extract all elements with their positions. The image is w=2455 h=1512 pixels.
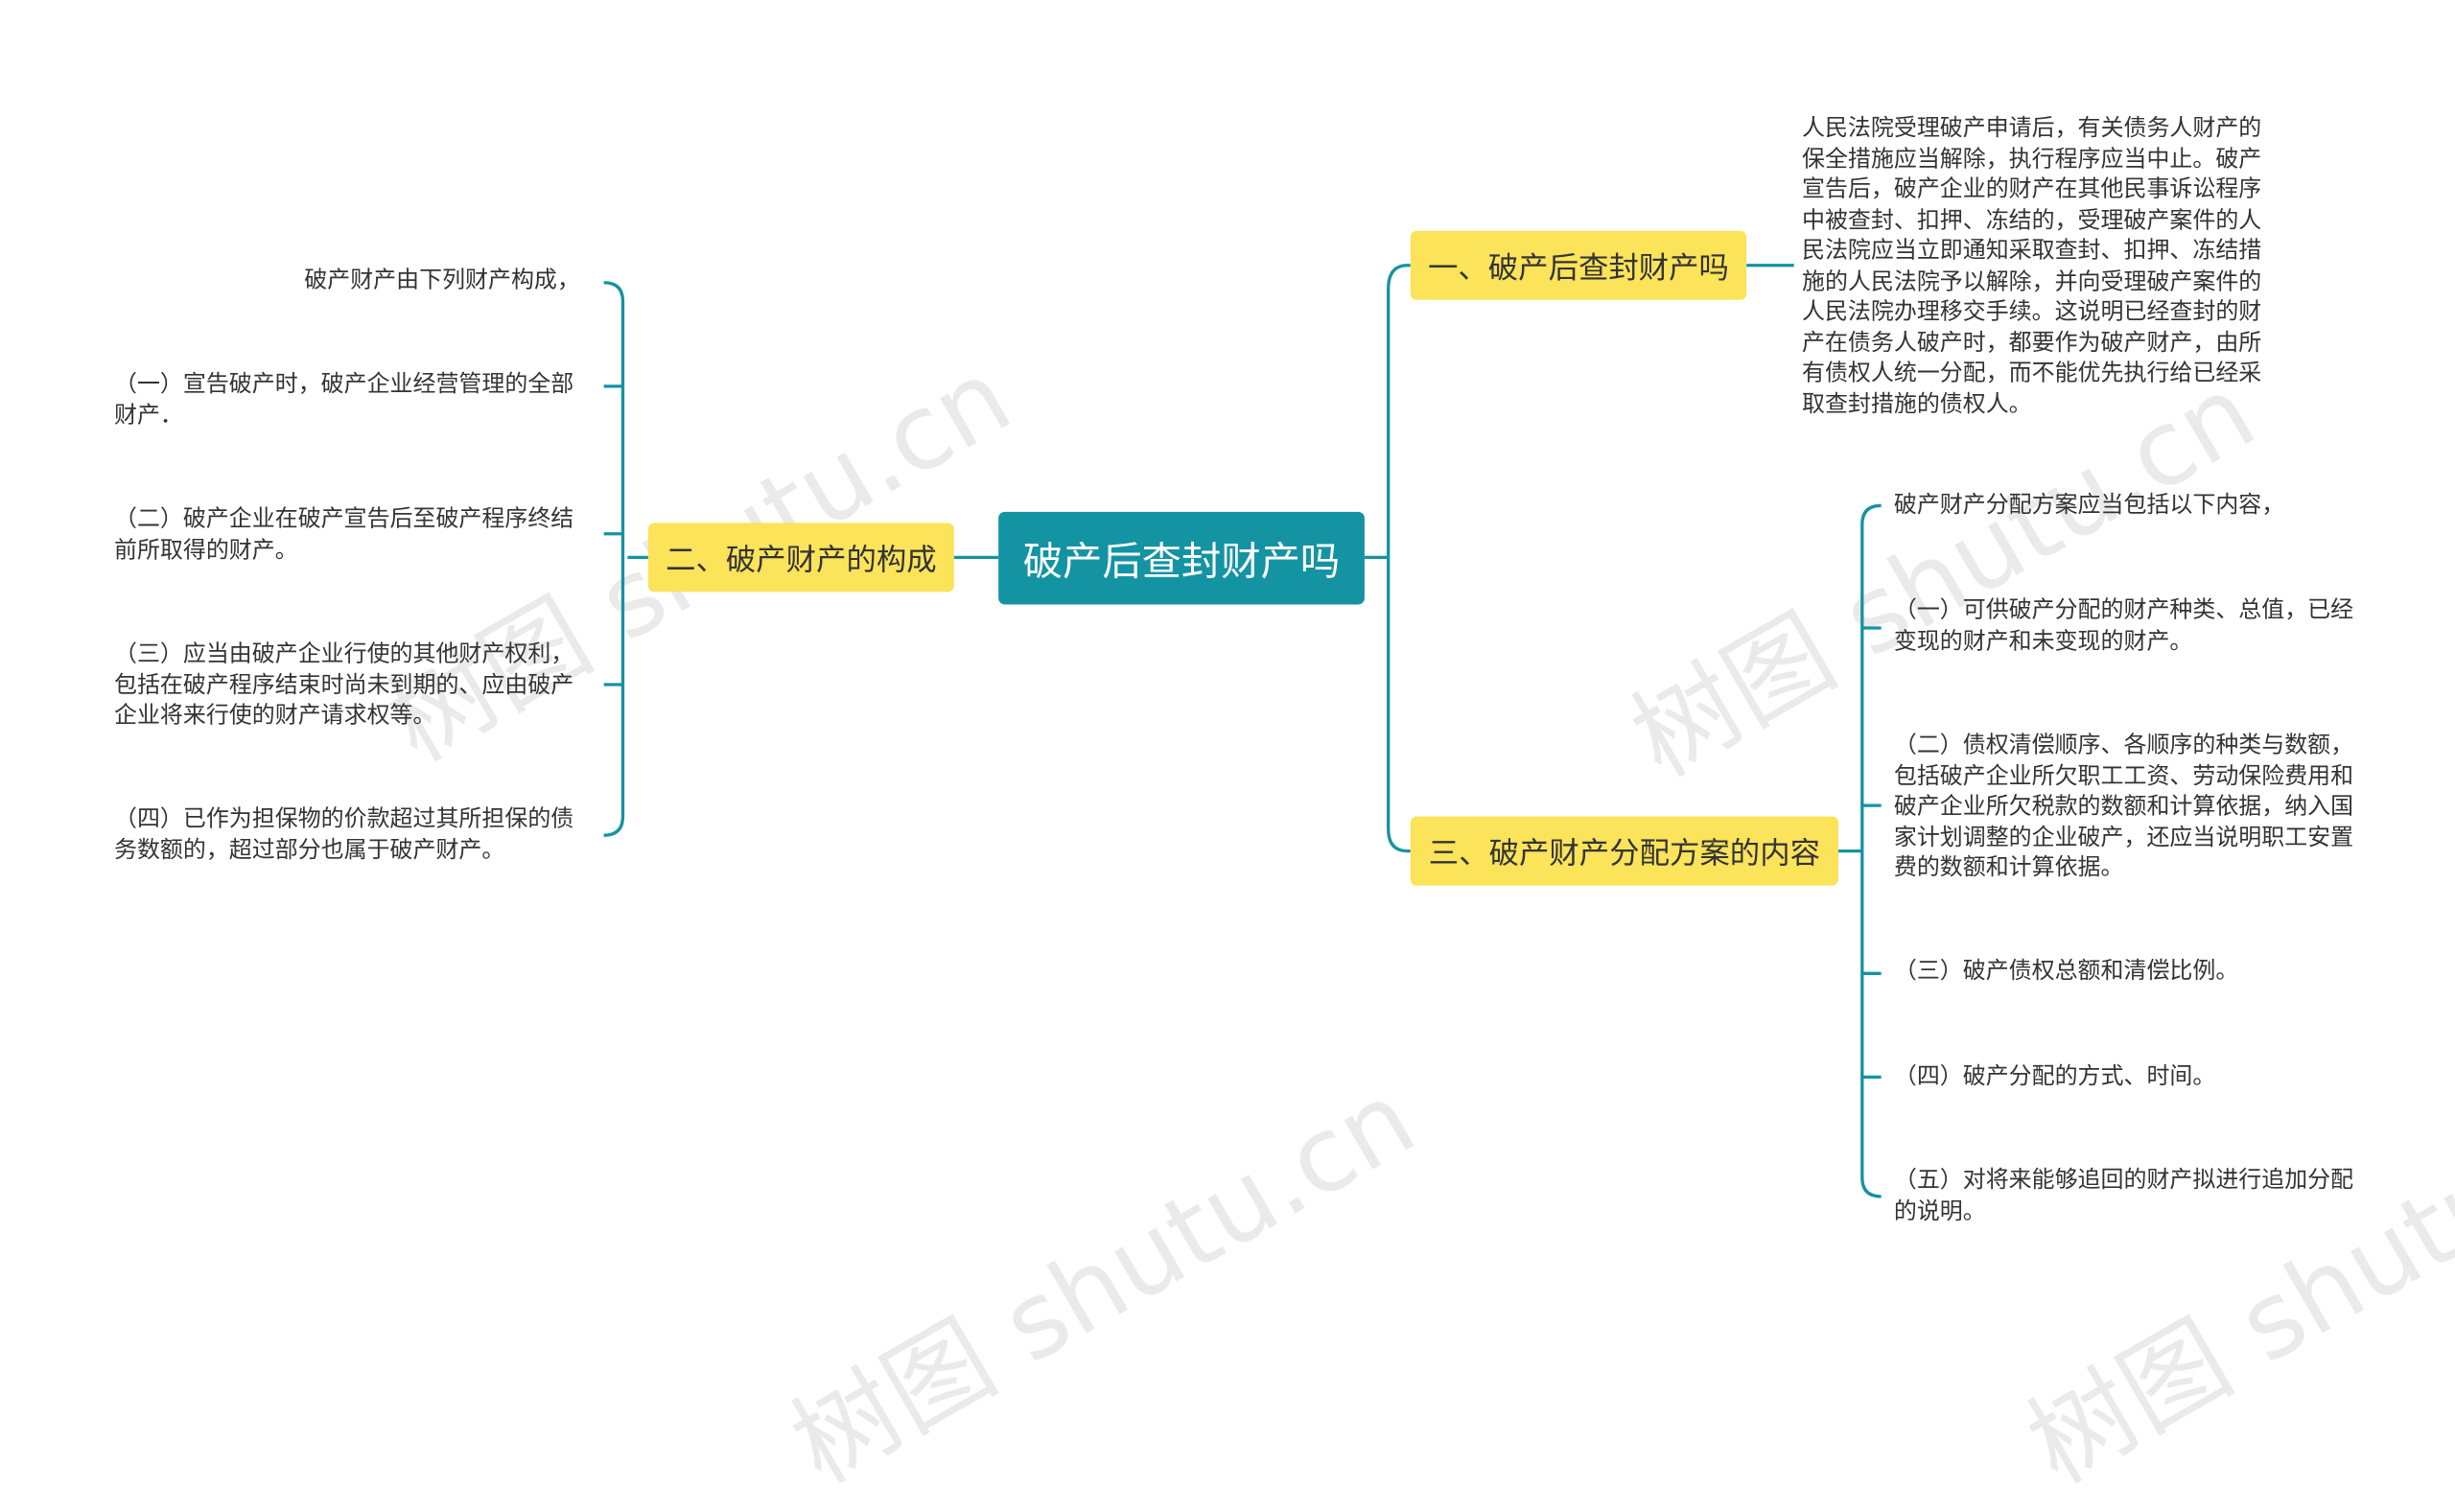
root-node[interactable]: 破产后查封财产吗 bbox=[998, 511, 1365, 605]
leaf-text-branch-two-item: （二）破产企业在破产宣告后至破产程序终结前所取得的财产。 bbox=[113, 506, 574, 564]
branch-node-three[interactable]: 三、破产财产分配方案的内容 bbox=[1410, 816, 1839, 886]
leaf-text-branch-one: 人民法院受理破产申请后，有关债务人财产的保全措施应当解除，执行程序应当中止。破产… bbox=[1802, 116, 2262, 417]
leaf-text-branch-three-intro: 破产财产分配方案应当包括以下内容， bbox=[1893, 493, 2285, 519]
bracket-branch-two bbox=[603, 281, 625, 837]
leaf-text-branch-three-item: （四）破产分配的方式、时间。 bbox=[1893, 1064, 2216, 1090]
bracket-branch-three bbox=[1860, 503, 1882, 1198]
branch-node-two[interactable]: 二、破产财产的构成 bbox=[647, 523, 954, 593]
mind-map-canvas: 树图 shutu.cn 树图 shutu.cn 树图 shutu.cn 树图 s… bbox=[113, 116, 2455, 1506]
leaf-text-branch-two-intro: 破产财产由下列财产构成， bbox=[304, 268, 580, 294]
connector-branch-three bbox=[1387, 557, 1411, 853]
branch-node-one[interactable]: 一、破产后查封财产吗 bbox=[1410, 230, 1747, 300]
connector-branch-one bbox=[1387, 264, 1411, 558]
leaf-text-branch-two-item: （四）已作为担保物的价款超过其所担保的债务数额的，超过部分也属于破产财产。 bbox=[113, 806, 574, 863]
leaf-text-branch-two-item: （三）应当由破产企业行使的其他财产权利，包括在破产程序结束时尚未到期的、应由破产… bbox=[113, 641, 574, 729]
connector-lines bbox=[603, 264, 1882, 1198]
leaf-text-branch-two-item: （一）宣告破产时，破产企业经营管理的全部财产． bbox=[113, 372, 574, 429]
leaf-text-branch-three-item: （三）破产债权总额和清偿比例。 bbox=[1893, 959, 2239, 985]
leaf-text-branch-three-item: （一）可供破产分配的财产种类、总值，已经变现的财产和未变现的财产。 bbox=[1893, 597, 2354, 655]
leaf-text-branch-three-item: （二）债权清偿顺序、各顺序的种类与数额，包括破产企业所欠职工工资、劳动保险费用和… bbox=[1893, 733, 2354, 881]
leaf-text-branch-three-item: （五）对将来能够追回的财产拟进行追加分配的说明。 bbox=[1893, 1168, 2354, 1224]
